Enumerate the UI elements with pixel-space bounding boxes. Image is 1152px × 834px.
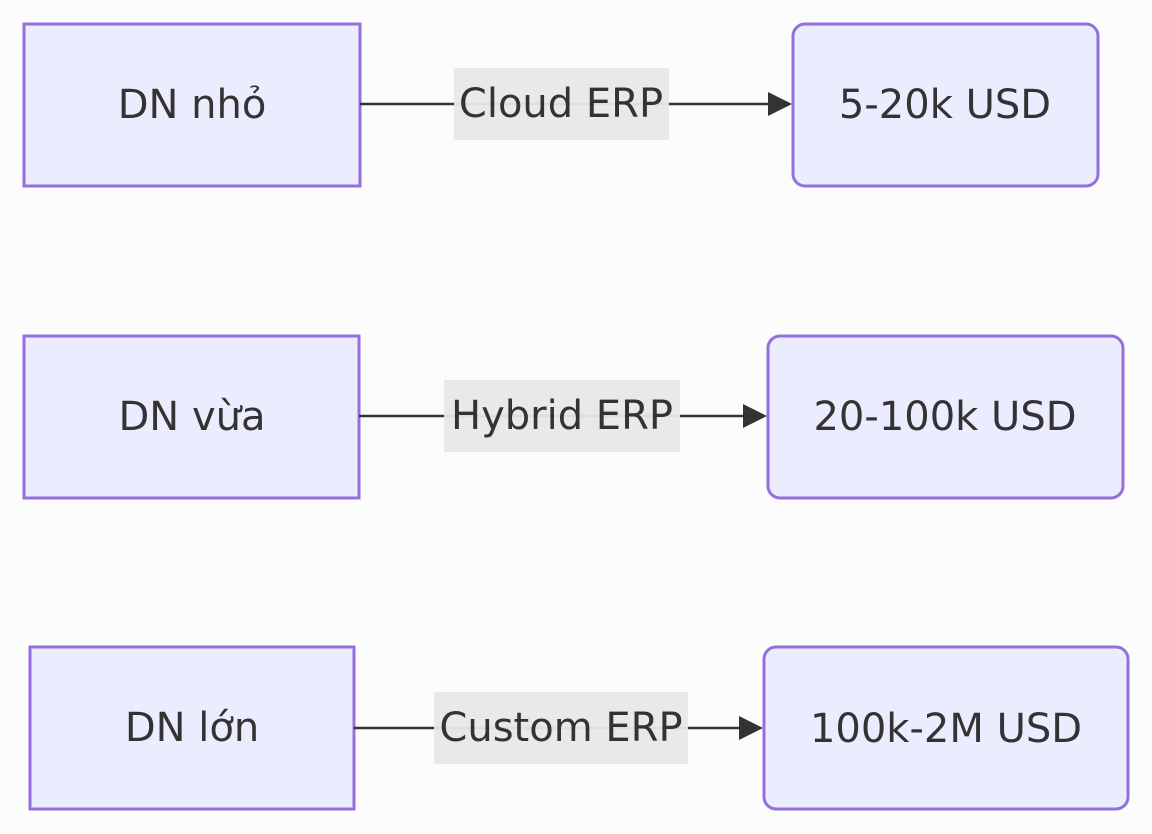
target-node-small[interactable]	[791, 22, 1100, 188]
target-node-small-label: 5-20k USD	[839, 82, 1051, 128]
edge-label-large: Custom ERP	[439, 705, 682, 751]
target-node-medium-label: 20-100k USD	[813, 394, 1076, 440]
source-node-medium-label: DN vừa	[119, 394, 266, 440]
source-node-medium[interactable]	[22, 334, 361, 500]
edge-label-bg-large	[434, 692, 688, 764]
arrowhead-large	[739, 716, 763, 740]
target-node-large-label: 100k-2M USD	[810, 706, 1082, 752]
flow-row-large: DN lớn Custom ERP 100k-2M USD	[28, 645, 1130, 811]
source-node-large[interactable]	[28, 645, 356, 811]
flow-row-medium: DN vừa Hybrid ERP 20-100k USD	[22, 334, 1125, 500]
arrowhead-medium	[743, 404, 767, 428]
arrowhead-small	[768, 92, 792, 116]
source-node-large-label: DN lớn	[125, 705, 259, 751]
edge-label-bg-small	[454, 68, 669, 140]
edge-label-bg-medium	[444, 380, 680, 452]
edge-label-small: Cloud ERP	[459, 81, 663, 127]
source-node-small-label: DN nhỏ	[118, 82, 267, 128]
target-node-medium[interactable]	[766, 334, 1125, 500]
flow-row-small: DN nhỏ Cloud ERP 5-20k USD	[22, 22, 1100, 188]
source-node-small[interactable]	[22, 22, 362, 188]
target-node-large[interactable]	[762, 645, 1130, 811]
edge-label-medium: Hybrid ERP	[451, 393, 673, 439]
